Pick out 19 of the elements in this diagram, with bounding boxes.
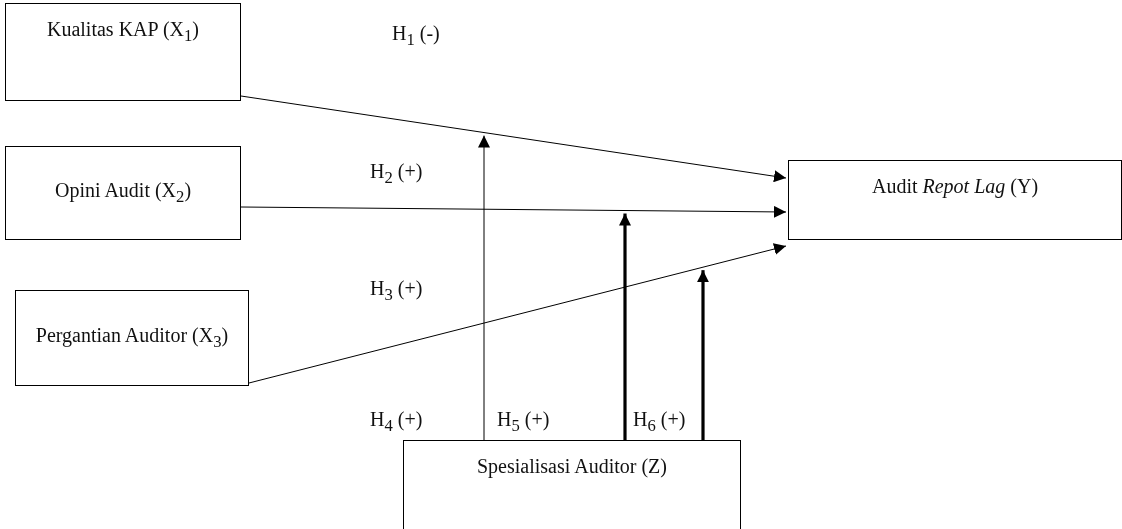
arrow (697, 270, 709, 440)
hypothesis-label: H$_{4}$ (+) (370, 408, 423, 436)
arrow (240, 205, 787, 218)
variable-box (788, 160, 1122, 240)
variable-label: Spesialisasi Auditor (Z) (477, 455, 667, 478)
variable-label: Kualitas KAP (X$_{1}$) (47, 18, 199, 46)
variable-box (5, 146, 241, 240)
hypothesis-label: H$_{6}$ (+) (633, 408, 686, 436)
arrow (478, 135, 490, 441)
arrow (240, 95, 787, 183)
variable-label: Audit Repot Lag (Y) (871, 175, 1039, 198)
hypothesis-label: H$_{5}$ (+) (497, 408, 550, 436)
variable-box (15, 290, 249, 386)
variable-label: Pergantian Auditor (X$_{3}$) (35, 324, 229, 352)
variable-label: Opini Audit (X$_{2}$) (54, 179, 192, 207)
arrow (248, 243, 787, 384)
arrow (619, 213, 631, 440)
variable-box (5, 3, 241, 101)
variable-box (403, 440, 741, 529)
